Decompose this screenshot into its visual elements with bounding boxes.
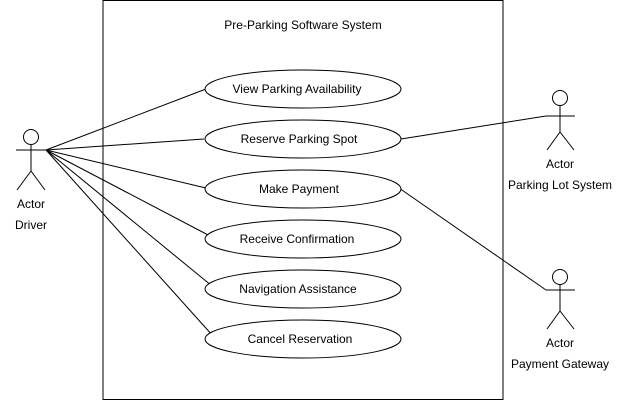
association-payment-gateway-make-payment (398, 187, 547, 291)
use-case-label: Navigation Assistance (239, 282, 357, 296)
actor-stereotype: Actor (17, 197, 45, 211)
use-case-receive-confirmation: Receive Confirmation (204, 219, 402, 259)
stick-figure-icon (546, 269, 575, 330)
association-driver-make-payment (45, 149, 207, 189)
actor-parking-lot-system: Actor Parking Lot System (508, 90, 612, 192)
use-case-navigation-assistance: Navigation Assistance (204, 269, 402, 309)
use-case-label: Cancel Reservation (248, 332, 353, 346)
association-driver-view-availability (45, 88, 207, 151)
actor-name: Payment Gateway (511, 357, 609, 371)
actor-payment-gateway: Actor Payment Gateway (511, 269, 609, 371)
association-driver-reserve-spot (45, 138, 205, 151)
association-parking-lot-reserve-spot (400, 115, 547, 140)
associations (45, 88, 547, 337)
association-driver-receive-confirmation (45, 149, 211, 237)
stick-figure-icon (16, 129, 46, 191)
use-case-make-payment: Make Payment (204, 169, 402, 209)
use-case-reserve-parking-spot: Reserve Parking Spot (204, 119, 402, 159)
actor-name: Parking Lot System (508, 178, 612, 192)
use-case-label: View Parking Availability (233, 82, 362, 96)
use-case-cancel-reservation: Cancel Reservation (204, 319, 402, 359)
use-case-label: Reserve Parking Spot (241, 132, 358, 146)
actor-driver: Actor Driver (15, 129, 47, 232)
actor-stereotype: Actor (546, 157, 574, 171)
use-case-label: Receive Confirmation (240, 232, 355, 246)
actor-name: Driver (15, 218, 47, 232)
system-title: Pre-Parking Software System (224, 18, 381, 32)
stick-figure-icon (546, 90, 575, 151)
association-driver-navigation-assistance (45, 149, 213, 287)
use-case-view-parking-availability: View Parking Availability (204, 69, 402, 109)
system-boundary (102, 0, 504, 400)
actor-stereotype: Actor (546, 336, 574, 350)
association-driver-cancel-reservation (45, 149, 214, 337)
use-case-label: Make Payment (259, 182, 340, 196)
